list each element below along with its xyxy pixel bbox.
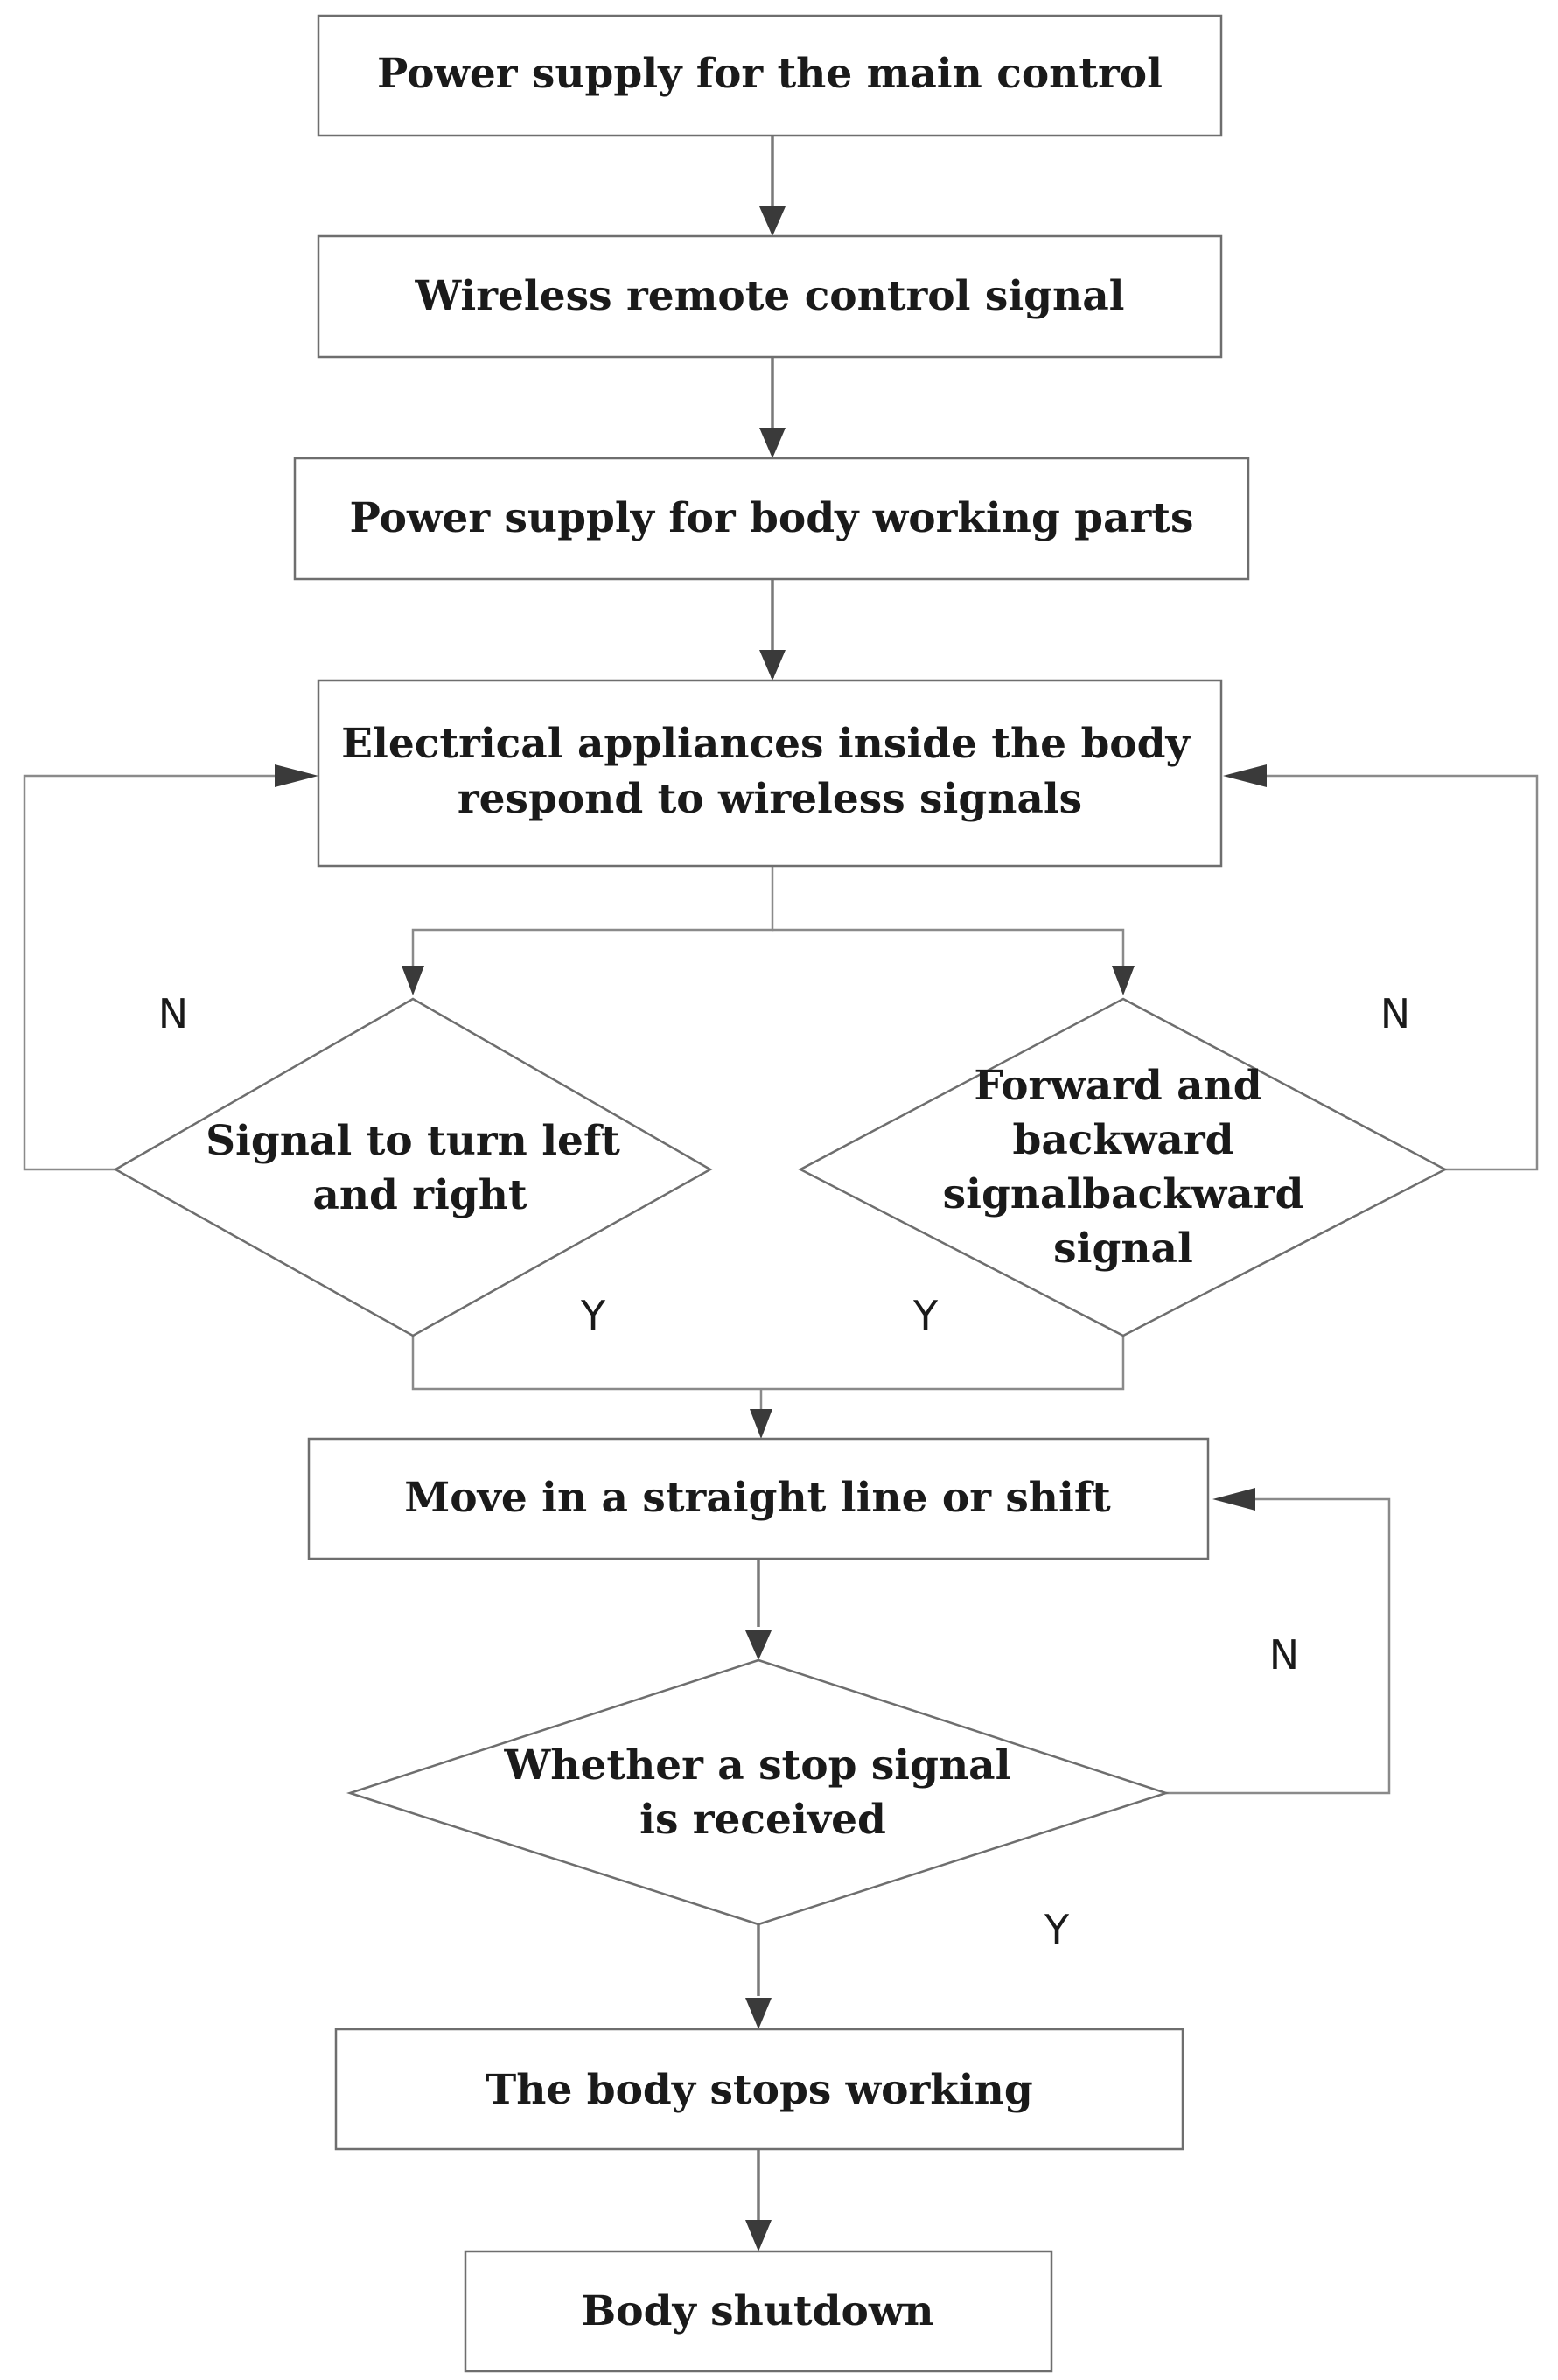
arrowhead [759,650,786,680]
node-body-power: Power supply for body working parts [293,457,1250,581]
decision-turn-line-1: Signal to turn left [206,1117,620,1165]
label-stop-yes: Y [1044,1906,1070,1953]
turn-yes-connector [411,1336,1125,1391]
branch-labels: N N Y Y N Y [158,990,1410,1953]
node-move: Move in a straight line or shift [307,1437,1210,1560]
node-respond-line-2: respond to wireless signals [458,775,1082,823]
decision-forward-line-4: signal [1053,1225,1193,1273]
node-respond: Electrical appliances inside the body re… [317,679,1223,868]
arrowhead [402,966,424,995]
node-respond-line-1: Electrical appliances inside the body [341,720,1191,768]
arrowhead [745,1998,772,2029]
label-forward-yes: Y [912,1292,939,1339]
arrowhead [745,1630,772,1660]
connectors [23,136,1539,2251]
node-main-power: Power supply for the main control [317,14,1223,137]
split-connector [411,866,774,980]
arrowhead [275,764,318,787]
label-stop-no: N [1269,1631,1299,1679]
label-forward-no: N [1380,990,1410,1037]
node-body-power-line-1: Power supply for body working parts [350,494,1194,542]
forward-no-loop [1260,774,1539,1171]
arrowhead [750,1409,772,1439]
stop-no-loop [1166,1497,1391,1795]
node-main-power-line-1: Power supply for the main control [377,50,1163,98]
label-turn-no: N [158,990,188,1037]
turn-no-loop [23,774,289,1171]
arrowhead [1112,966,1135,995]
node-stops-working: The body stops working [334,2028,1184,2151]
decision-turn-line-2: and right [312,1171,527,1219]
node-shutdown: Body shutdown [464,2250,1053,2373]
node-shutdown-line-1: Body shutdown [582,2287,934,2335]
decision-turn: Signal to turn left and right [113,997,713,1337]
decision-forward: Forward and backward signalbackward sign… [798,997,1448,1337]
decision-stop-line-1: Whether a stop signal [504,1741,1011,1790]
decision-forward-line-2: backward [1012,1116,1233,1164]
decision-stop: Whether a stop signal is received [346,1658,1170,1926]
node-wireless-signal-line-1: Wireless remote control signal [414,272,1124,320]
split-connector-right [772,928,1125,980]
label-turn-yes: Y [580,1292,606,1339]
node-move-line-1: Move in a straight line or shift [404,1474,1111,1522]
decision-forward-line-1: Forward and [974,1062,1261,1110]
arrowhead [1212,1488,1255,1511]
arrowhead [759,428,786,458]
arrowhead [745,2220,772,2251]
node-stops-working-line-1: The body stops working [486,2066,1032,2114]
arrowhead [1223,764,1267,787]
decision-stop-line-2: is received [639,1796,886,1844]
node-wireless-signal: Wireless remote control signal [317,234,1223,359]
arrowhead [759,206,786,236]
decision-forward-line-3: signalbackward [943,1170,1304,1218]
